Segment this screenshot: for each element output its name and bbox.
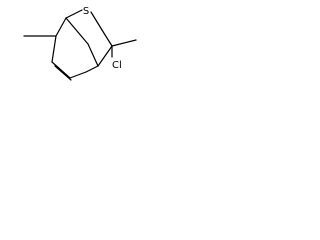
molecule-structure: S Cl: [23, 6, 137, 81]
chlorine-atom-label: Cl: [112, 60, 122, 71]
bond: [65, 17, 89, 45]
bond: [55, 17, 67, 37]
bond: [111, 39, 137, 47]
bond: [51, 35, 57, 63]
bond: [69, 71, 87, 79]
bond: [51, 61, 71, 79]
bond: [87, 43, 99, 67]
bond: [90, 11, 103, 31]
molecule-diagram: S Cl: [0, 0, 158, 99]
bond: [85, 65, 99, 73]
bond: [97, 45, 113, 67]
bond: [65, 9, 83, 19]
sulfur-atom-label: S: [83, 6, 89, 17]
bond: [101, 29, 113, 47]
double-bond: [54, 65, 72, 81]
